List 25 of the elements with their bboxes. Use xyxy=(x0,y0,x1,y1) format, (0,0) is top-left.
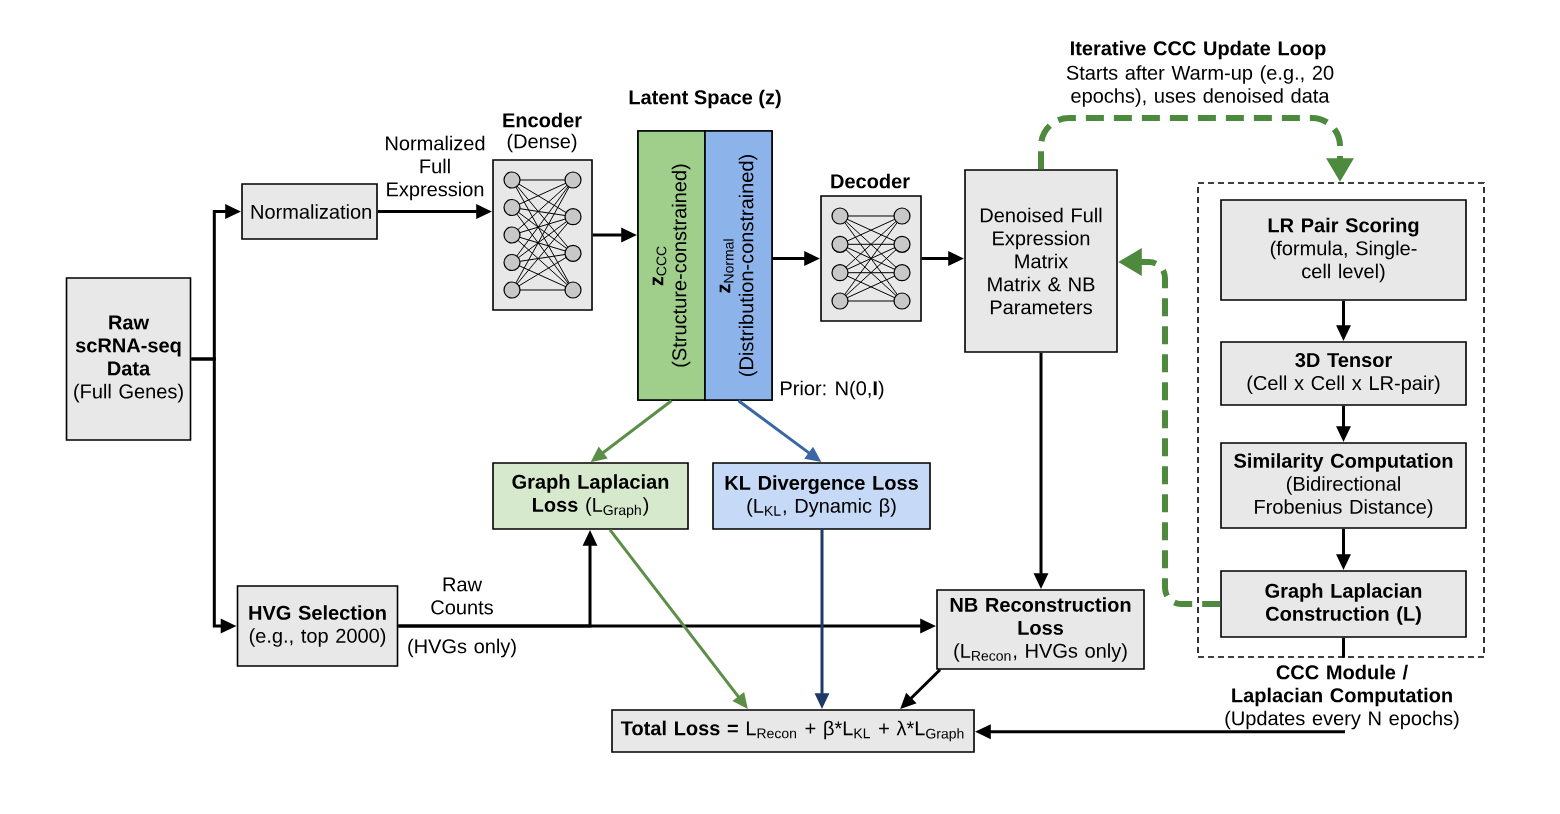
process-box: Denoised Full Expression Matrix Matrix & NB Parameters xyxy=(964,169,1118,353)
subheading-text: (Dense) xyxy=(507,133,577,153)
note-text: (HVGs only) xyxy=(408,638,516,658)
process-box: HVG Selection (e.g., top 2000) xyxy=(236,585,399,667)
heading-text: Latent Space (z) xyxy=(629,89,781,109)
loss-box: NB Reconstruction Loss (L$_{Recon}$, HVGs only) xyxy=(936,589,1145,670)
process-box: 3D Tensor (Cell x Cell x LR-pair) xyxy=(1220,341,1467,406)
prior-label: Prior: N(0,I) xyxy=(781,380,884,400)
loop-title: Iterative CCC Update Loop xyxy=(1071,40,1326,60)
module-heading: CCC Module / Laplacian Computation (Updates every N epochs) xyxy=(1225,664,1459,730)
loss-box: Graph Laplacian Loss (L$_{Graph}$) xyxy=(492,462,689,530)
latent-label: z$_{Normal}$ (Distribution-constrained) xyxy=(719,155,758,376)
process-box: Similarity Computation (Bidirectional Frobenius Distance) xyxy=(1220,442,1467,529)
loss-box: KL Divergence Loss (L$_{KL}$, Dynamic β) xyxy=(712,462,931,530)
loop-description: Starts after Warm-up (e.g., 20 epochs), uses denoised data xyxy=(1066,65,1334,107)
process-box: Graph Laplacian Construction (L) xyxy=(1220,570,1467,638)
process-box: LR Pair Scoring (formula, Single-cell level) xyxy=(1220,199,1467,301)
process-box: Normalization xyxy=(241,183,378,240)
edge-label: Raw Counts xyxy=(424,575,500,617)
heading-text: Decoder xyxy=(831,173,910,189)
latent-label: z$_{CCC}$ (Structure-constrained) xyxy=(652,164,691,367)
edge-label: Normalized Full Expression xyxy=(381,133,489,203)
total-loss-box: Total Loss = L$_{Recon}$ + β*L$_{KL}$ + λ*L$_{Graph}$ xyxy=(611,709,975,753)
heading-text: Encoder xyxy=(503,112,582,128)
data-box: Raw scRNA-seq Data (Full Genes) xyxy=(65,277,192,441)
